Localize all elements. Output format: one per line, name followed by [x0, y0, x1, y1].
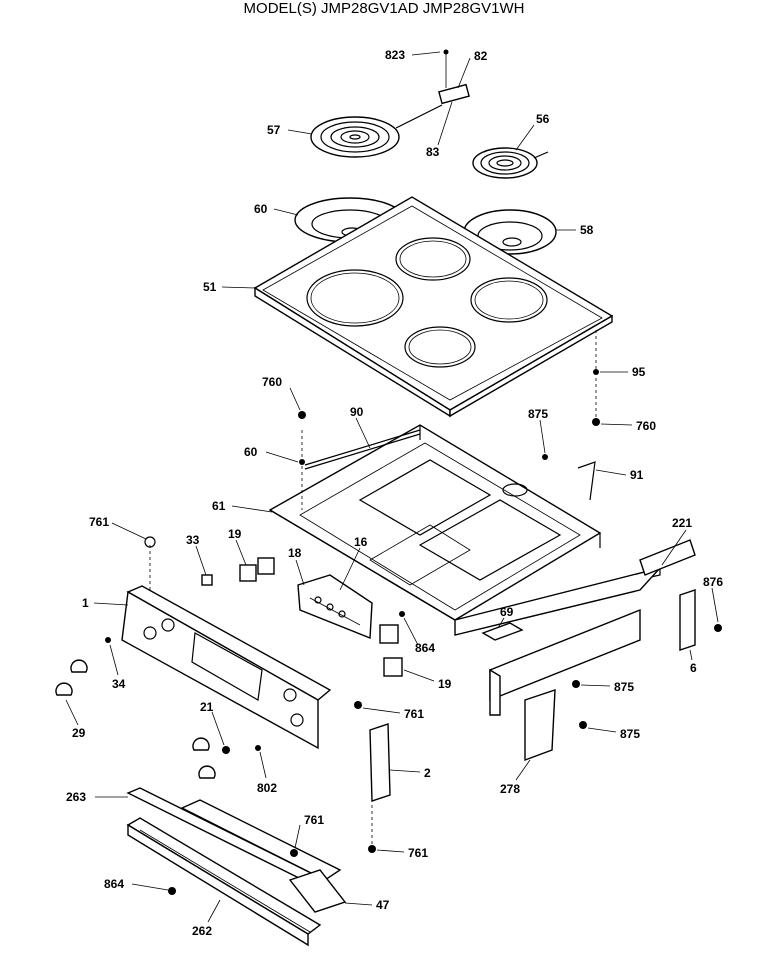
surface-element-57 — [310, 104, 443, 158]
callout-263: 263 — [66, 790, 86, 804]
callout-875-lower: 875 — [620, 727, 640, 741]
callout-864-mid: 864 — [415, 641, 435, 655]
callout-761-left: 761 — [89, 515, 109, 529]
callout-864-lower: 864 — [104, 877, 124, 891]
callout-21: 21 — [200, 700, 214, 714]
switch-19-upper — [239, 557, 275, 582]
callout-51: 51 — [203, 280, 217, 294]
callout-19-lower: 19 — [438, 677, 452, 691]
lower-panel-278 — [489, 608, 641, 762]
callout-221: 221 — [672, 516, 692, 530]
callout-875-top: 875 — [528, 407, 548, 421]
callout-60-mid: 60 — [244, 445, 258, 459]
diagram-title: MODEL(S) JMP28GV1AD JMP28GV1WH — [243, 0, 525, 17]
callout-823: 823 — [385, 48, 405, 62]
callout-29: 29 — [72, 726, 86, 740]
callout-2: 2 — [424, 766, 431, 780]
main-top-61 — [268, 424, 663, 636]
callout-33: 33 — [186, 533, 200, 547]
callout-1: 1 — [82, 596, 89, 610]
callout-58: 58 — [580, 223, 594, 237]
callout-761-bottom: 761 — [408, 846, 428, 860]
callout-760-left: 760 — [262, 375, 282, 389]
callout-19-upper: 19 — [228, 527, 242, 541]
bracket-91 — [577, 461, 596, 501]
callout-16: 16 — [354, 535, 368, 549]
callout-6: 6 — [690, 661, 697, 675]
callout-761-mid: 761 — [404, 707, 424, 721]
callout-34: 34 — [112, 677, 126, 691]
callouts: 823 82 57 83 56 60 58 51 95 760 760 90 8… — [65, 48, 723, 938]
callout-90: 90 — [350, 405, 364, 419]
switch-19-lower — [379, 624, 403, 677]
callout-761-lower: 761 — [304, 813, 324, 827]
bracket-69 — [481, 622, 524, 641]
callout-60-top: 60 — [254, 202, 268, 216]
callout-875-mid: 875 — [614, 680, 634, 694]
callout-69: 69 — [500, 605, 514, 619]
indicator-light-33 — [201, 574, 213, 586]
callout-91: 91 — [630, 468, 644, 482]
surface-element-56 — [472, 147, 549, 179]
trim-262 — [126, 817, 322, 947]
callout-57: 57 — [267, 123, 281, 137]
clock-module-18 — [297, 574, 373, 640]
cooktop-51 — [253, 196, 614, 418]
trim-strip-90 — [304, 429, 421, 470]
callout-18: 18 — [288, 546, 302, 560]
control-panel-1 — [121, 585, 332, 750]
callout-83: 83 — [426, 145, 440, 159]
knobs-21 — [192, 737, 216, 779]
callout-802: 802 — [257, 781, 277, 795]
trim-47 — [288, 869, 347, 913]
callout-56: 56 — [536, 112, 550, 126]
bracket-2 — [369, 723, 391, 802]
callout-47: 47 — [376, 898, 390, 912]
callout-95: 95 — [632, 365, 646, 379]
callout-760-right: 760 — [636, 419, 656, 433]
knobs-29 — [55, 659, 88, 696]
terminal-block-82 — [438, 49, 470, 105]
callout-876: 876 — [703, 575, 723, 589]
callout-262: 262 — [192, 924, 212, 938]
callout-82: 82 — [474, 49, 488, 63]
callout-61: 61 — [212, 499, 226, 513]
callout-278: 278 — [500, 782, 520, 796]
